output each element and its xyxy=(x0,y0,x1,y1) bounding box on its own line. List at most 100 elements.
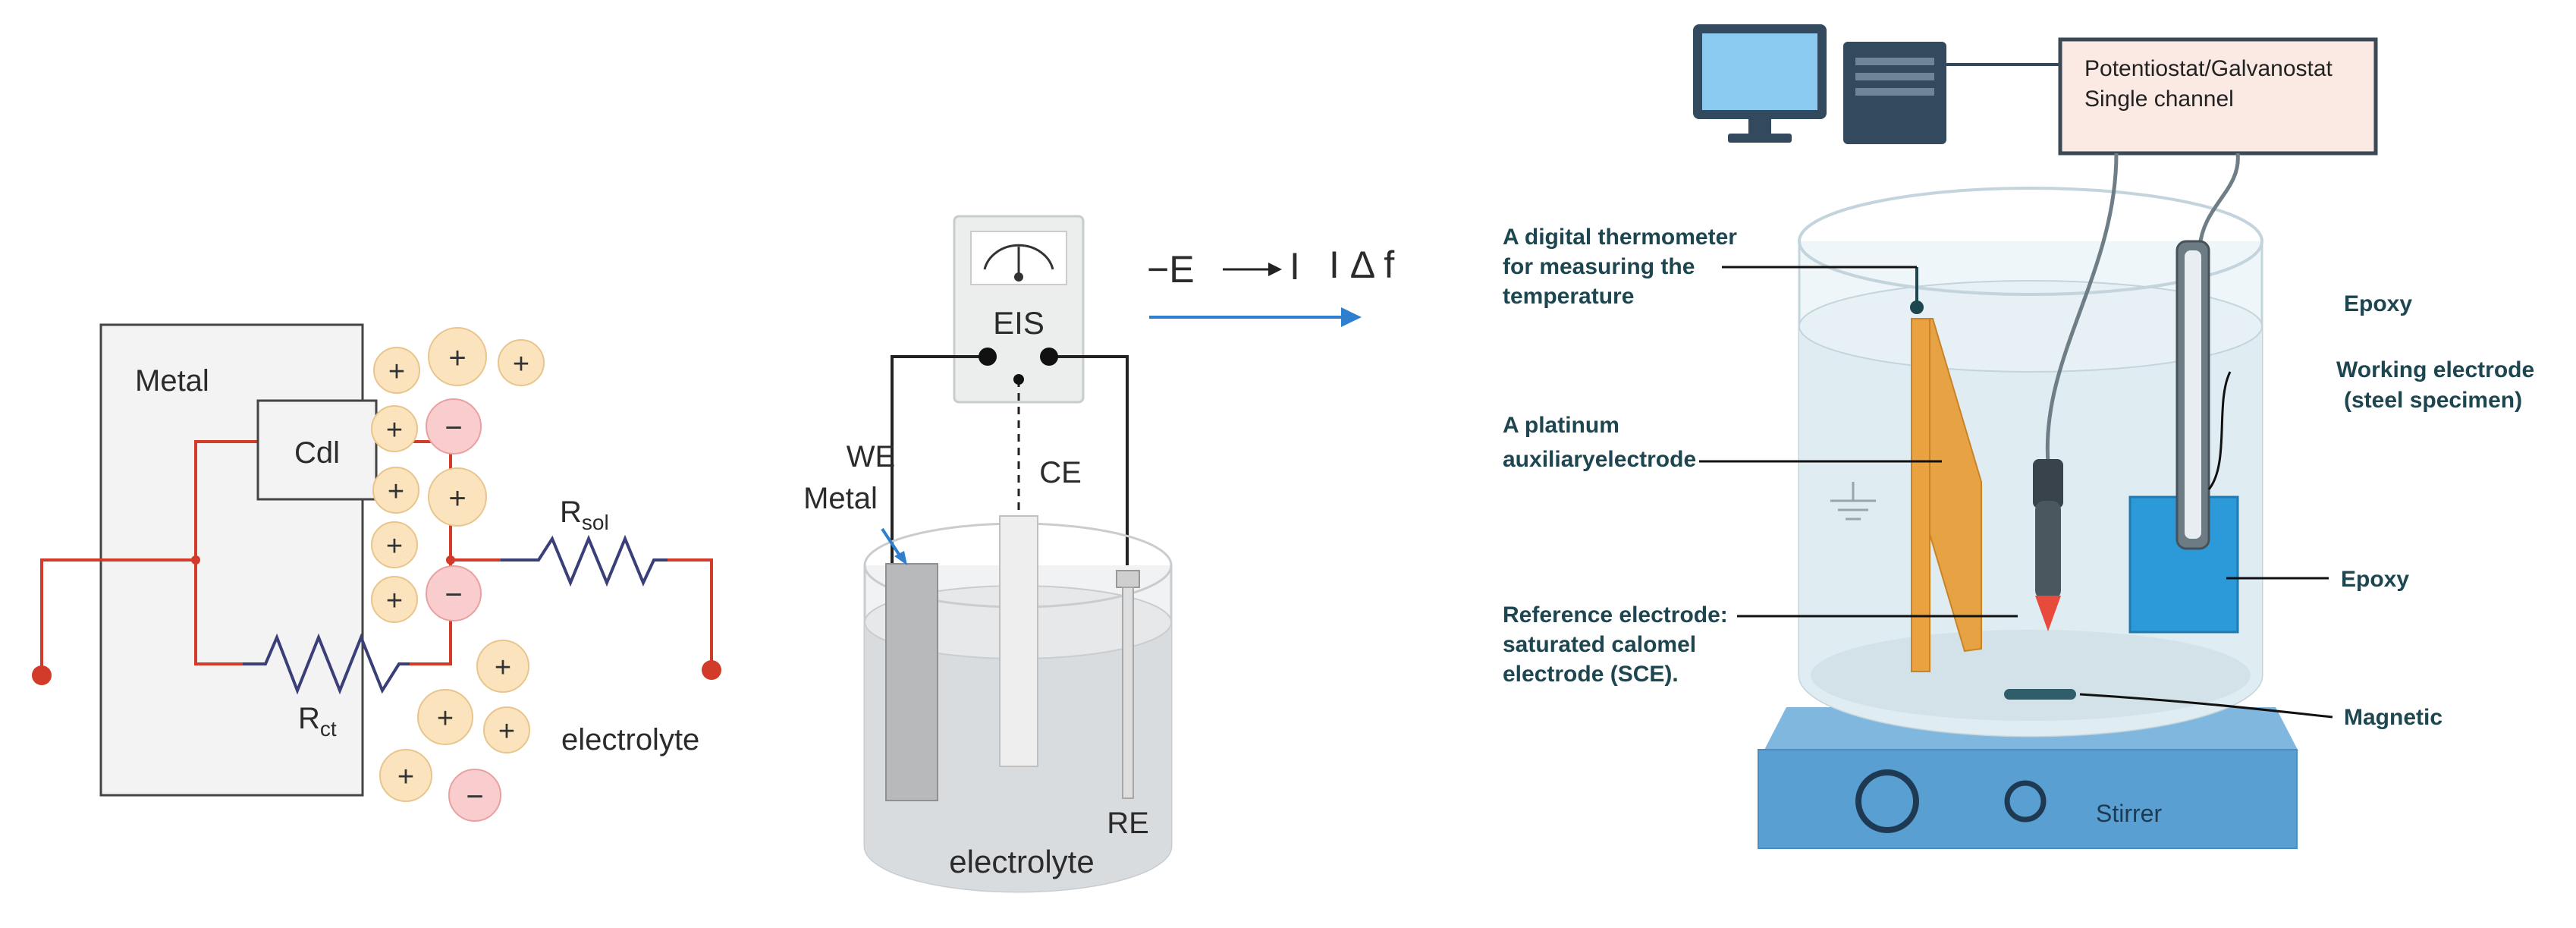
cation: + xyxy=(476,640,529,693)
sce-cable xyxy=(2045,153,2119,464)
cation: + xyxy=(417,689,473,745)
we-cable xyxy=(2197,153,2240,247)
cation: + xyxy=(498,339,545,386)
sce-body xyxy=(2035,501,2061,599)
working-electrode xyxy=(885,563,938,801)
we-wire xyxy=(891,355,988,565)
thermometer-icon xyxy=(1910,300,1924,314)
working-electrode-core xyxy=(2185,250,2201,539)
anion: − xyxy=(426,565,482,621)
transition-arrow-head xyxy=(1341,307,1362,327)
rsol-resistor xyxy=(501,534,668,587)
terminal-dot-left xyxy=(32,665,52,685)
circuit-panel: Metal Cdl Rct Rsol + + + + − + xyxy=(32,323,721,822)
formula-f: I Δ f xyxy=(1329,244,1394,286)
we-terminal xyxy=(979,348,997,366)
svg-text:+: + xyxy=(388,356,405,388)
svg-text:+: + xyxy=(437,703,454,735)
eis-meter-label: EIS xyxy=(993,305,1045,341)
stirrer-base xyxy=(1758,749,2298,849)
rct-label: Rct xyxy=(298,702,337,741)
re-terminal xyxy=(1040,348,1058,366)
callout-lines xyxy=(1699,266,2333,719)
working-electrode-label-l2: (steel specimen) xyxy=(2344,388,2522,413)
svg-text:+: + xyxy=(397,761,414,793)
svg-text:+: + xyxy=(513,348,529,380)
tower-slot xyxy=(1855,88,1934,96)
cation: + xyxy=(372,467,419,514)
tower-slot xyxy=(1855,73,1934,80)
svg-text:+: + xyxy=(498,716,515,747)
reference-electrode-cap xyxy=(1116,570,1140,588)
cation: + xyxy=(428,327,487,386)
junction-dot xyxy=(446,555,455,565)
svg-text:+: + xyxy=(448,482,466,515)
epoxy-top-label: Epoxy xyxy=(2344,291,2412,316)
cation: + xyxy=(371,405,418,452)
monitor-neck xyxy=(1748,119,1771,136)
working-electrode-label-l1: Working electrode xyxy=(2336,357,2534,382)
potentiostat-box xyxy=(2058,37,2378,156)
ions: + + + + − + + + + − + + + + − xyxy=(371,327,545,822)
formula-e: −E xyxy=(1147,248,1195,291)
cdl-label: Cdl xyxy=(294,436,340,470)
potentiostat-title: Potentiostat/Galvanostat xyxy=(2084,56,2333,81)
dial-pivot xyxy=(1014,272,1023,282)
rsol-label: Rsol xyxy=(560,495,609,534)
reference-label-l1: Reference electrode: xyxy=(1503,602,1728,628)
reference-label-l2: saturated calomel xyxy=(1503,632,1696,657)
svg-text:−: − xyxy=(445,411,462,445)
stirrer-knob-large[interactable] xyxy=(1855,769,1919,833)
cell-rim xyxy=(1798,187,2263,296)
anion: − xyxy=(448,769,501,822)
eis-cell-panel: EIS WE Metal CE RE electrolyte −E I I Δ … xyxy=(803,215,1394,893)
svg-text:+: + xyxy=(386,414,403,446)
platinum-rod xyxy=(1911,318,1930,672)
we-metal-label: Metal xyxy=(803,482,878,515)
junction-dot xyxy=(191,555,200,565)
setup-panel: Potentiostat/Galvanostat Single channel … xyxy=(1503,24,2534,849)
re-label: RE xyxy=(1107,807,1149,840)
electrolyte-label-cell: electrolyte xyxy=(949,844,1094,879)
reference-label-l3: electrode (SCE). xyxy=(1503,662,1679,687)
thermometer-label-l1: A digital thermometer xyxy=(1503,225,1737,250)
cation: + xyxy=(371,521,418,568)
cation: + xyxy=(428,467,487,527)
svg-text:−: − xyxy=(466,780,483,813)
terminal-dot-right xyxy=(702,660,721,680)
thermometer-label-l2: for measuring the xyxy=(1503,254,1695,279)
we-pointer-head xyxy=(894,551,907,565)
magnetic-label: Magnetic xyxy=(2344,705,2442,730)
reference-electrode xyxy=(1122,587,1134,799)
svg-text:+: + xyxy=(448,341,466,375)
anion: − xyxy=(426,398,482,455)
we-pointer-arrow xyxy=(881,527,903,559)
magnetic-stir-bar xyxy=(2004,689,2076,700)
cation: + xyxy=(379,749,432,802)
thermometer-label-l3: temperature xyxy=(1503,284,1634,309)
potentiostat-subtitle: Single channel xyxy=(2084,87,2234,112)
metal-label: Metal xyxy=(135,364,209,398)
platinum-label-l1: A platinum xyxy=(1503,413,1619,438)
svg-text:+: + xyxy=(386,530,403,562)
formula-arrow-head xyxy=(1268,263,1282,276)
re-wire xyxy=(1049,355,1129,573)
cation: + xyxy=(371,576,418,623)
ground-icon xyxy=(1830,482,1876,521)
svg-text:+: + xyxy=(386,585,403,617)
cdl-box xyxy=(256,399,378,501)
tower-slot xyxy=(1855,58,1934,65)
formula-i: I xyxy=(1290,245,1300,288)
cation: + xyxy=(373,347,420,394)
we-label: WE xyxy=(847,440,895,473)
platinum-label-l2: auxiliaryelectrode xyxy=(1503,447,1696,472)
stirrer-label: Stirrer xyxy=(2096,800,2162,827)
cell-bottom xyxy=(1811,630,2251,721)
epoxy-bottom-label: Epoxy xyxy=(2341,567,2409,592)
svg-text:+: + xyxy=(388,476,404,508)
stirrer-knob-small[interactable] xyxy=(2004,780,2047,823)
monitor-screen xyxy=(1702,33,1817,110)
svg-text:−: − xyxy=(445,578,462,612)
ce-terminal xyxy=(1013,374,1024,385)
